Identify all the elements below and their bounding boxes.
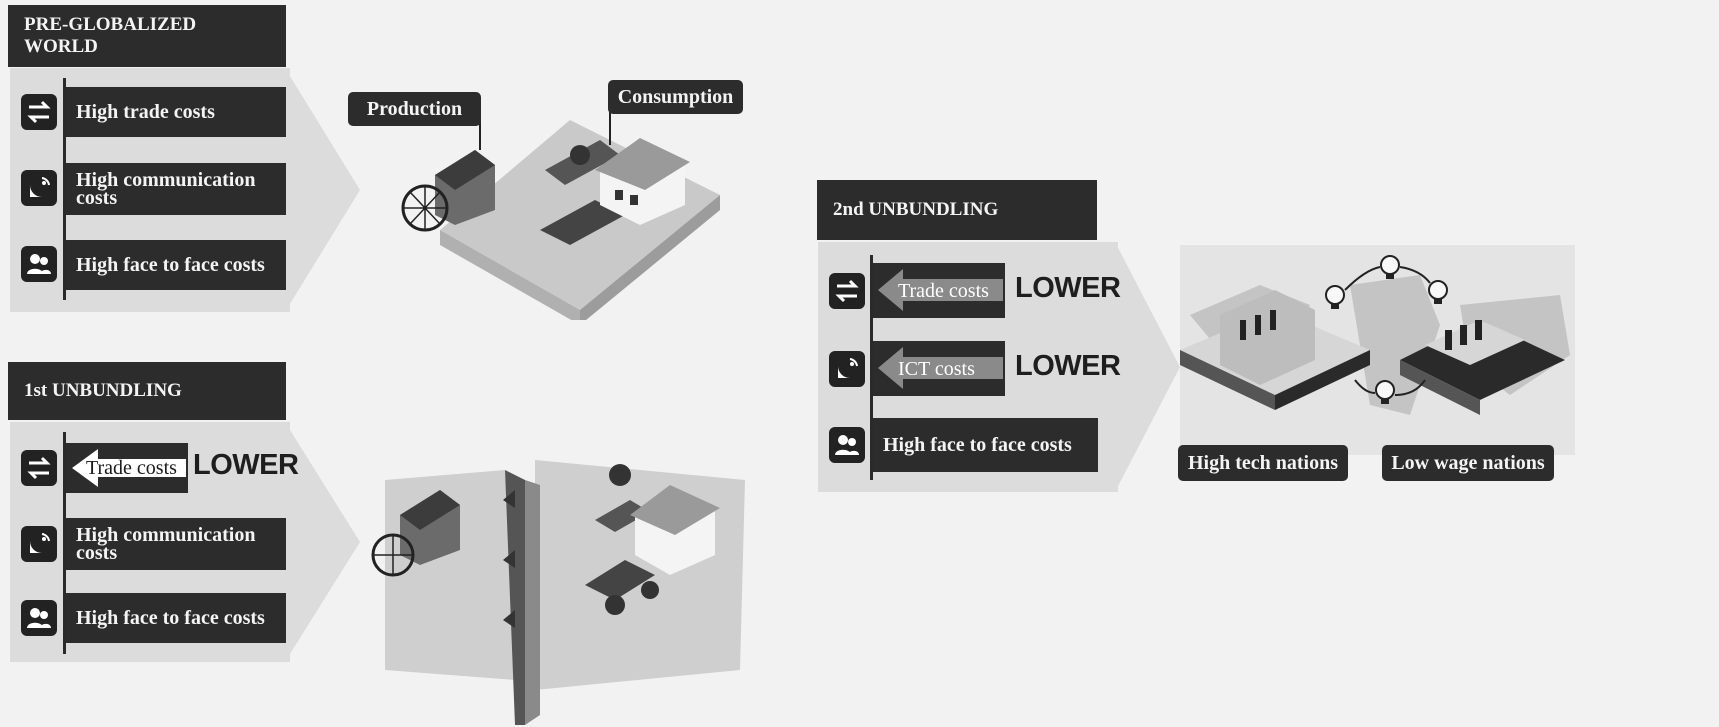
ict-costs-label: ICT costs <box>898 357 975 380</box>
exchange-arrows-icon <box>829 273 865 309</box>
low-wage-nations-label: Low wage nations <box>1382 445 1554 481</box>
row-label: High face to face costs <box>76 607 265 629</box>
people-icon <box>21 600 57 636</box>
lower-label: LOWER <box>193 449 299 481</box>
panel-chevron <box>1115 242 1180 492</box>
exchange-arrows-icon <box>21 94 57 130</box>
panel-chevron <box>285 422 360 662</box>
row-label: High face to face costs <box>883 434 1072 456</box>
consumption-label: Consumption <box>608 80 743 114</box>
high-trade-costs-row: High trade costs <box>66 87 286 137</box>
row-label: High communication costs <box>76 169 256 209</box>
production-label: Production <box>348 92 481 126</box>
trade-costs-arrow <box>66 443 188 493</box>
trade-costs-label: Trade costs <box>86 456 177 479</box>
satellite-dish-icon <box>21 170 57 206</box>
exchange-arrows-icon <box>21 450 57 486</box>
lightbulb-icon <box>1375 380 1395 404</box>
factories-world-illustration <box>1180 245 1575 455</box>
people-icon <box>829 427 865 463</box>
pre-globalized-header: PRE-GLOBALIZED WORLD <box>8 5 286 67</box>
divider-line <box>63 78 66 300</box>
second-unbundling-header: 2nd UNBUNDLING <box>817 180 1097 240</box>
high-face-to-face-costs-row: High face to face costs <box>66 593 286 643</box>
lightbulb-icon <box>1325 285 1345 309</box>
high-communication-costs-row: High communication costs <box>66 518 286 570</box>
split-world-illustration <box>371 460 745 725</box>
satellite-dish-icon <box>829 351 865 387</box>
high-face-to-face-costs-row: High face to face costs <box>873 418 1098 472</box>
ict-costs-arrow <box>873 341 1005 396</box>
tree-icon <box>570 145 590 165</box>
high-communication-costs-row: High communication costs <box>66 163 286 215</box>
row-label: High face to face costs <box>76 254 265 276</box>
lower-label: LOWER <box>1015 350 1121 382</box>
trade-costs-arrow <box>873 263 1005 318</box>
lower-label: LOWER <box>1015 272 1121 304</box>
lightbulb-icon <box>1428 280 1448 304</box>
divider-line <box>870 255 873 480</box>
people-icon <box>21 246 57 282</box>
trade-costs-label: Trade costs <box>898 279 989 302</box>
row-label: High communication costs <box>76 524 256 564</box>
panel-chevron <box>285 68 360 312</box>
lightbulb-icon <box>1380 255 1400 279</box>
village-illustration <box>401 110 720 320</box>
high-face-to-face-costs-row: High face to face costs <box>66 240 286 290</box>
high-tech-nations-label: High tech nations <box>1178 445 1348 481</box>
first-unbundling-header: 1st UNBUNDLING <box>8 362 286 420</box>
satellite-dish-icon <box>21 526 57 562</box>
row-label: High trade costs <box>76 101 215 123</box>
divider-line <box>63 432 66 654</box>
